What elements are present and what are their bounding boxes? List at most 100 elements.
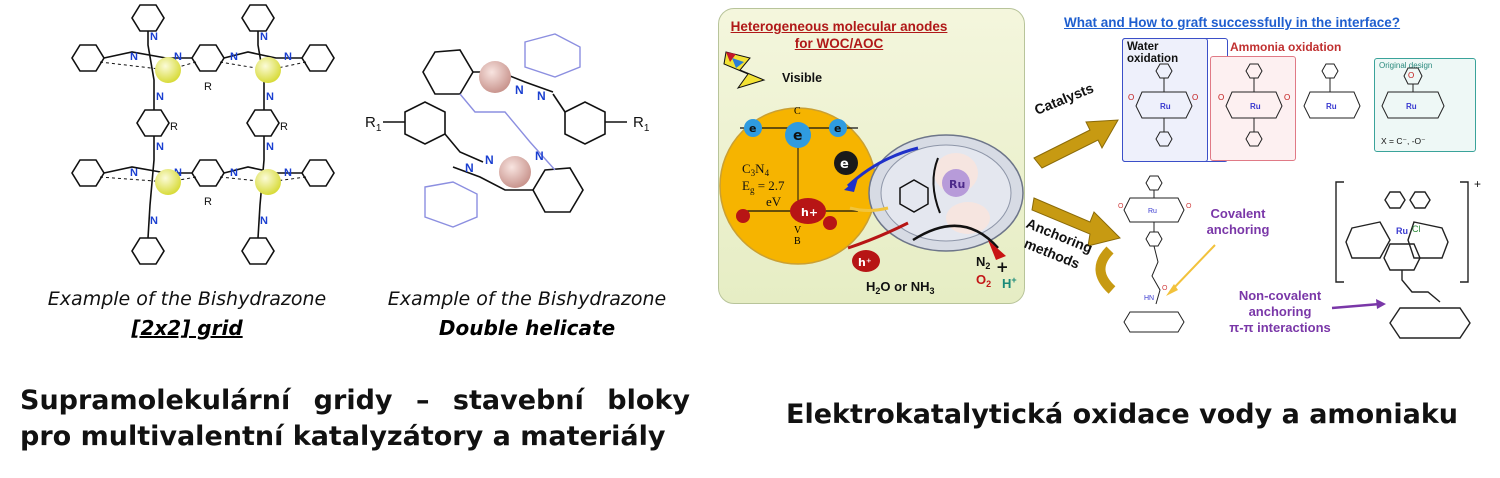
svg-text:N: N bbox=[266, 91, 274, 103]
noncovalent-label: Non-covalent anchoring π-π interactions bbox=[1228, 288, 1332, 336]
r-label: R bbox=[170, 121, 178, 133]
svg-text:+: + bbox=[996, 258, 1009, 276]
svg-text:Ru: Ru bbox=[1406, 102, 1417, 111]
lightning-icon bbox=[723, 51, 766, 89]
svg-text:N: N bbox=[150, 215, 158, 227]
water-oxidation-label: Water oxidation bbox=[1127, 41, 1179, 65]
electron-icon bbox=[744, 119, 762, 137]
arrow-curl bbox=[1095, 246, 1116, 294]
ammonia-oxidation-label: Ammonia oxidation bbox=[1230, 40, 1342, 54]
covalent-label-1: Covalent bbox=[1210, 206, 1266, 221]
r1-label: R1 bbox=[633, 114, 650, 134]
svg-text:Ru: Ru bbox=[1148, 208, 1157, 215]
grid-caption: Example of the Bishydrazone bbox=[47, 288, 327, 310]
metal-ion-sphere bbox=[255, 169, 281, 195]
svg-text:e: e bbox=[840, 157, 849, 172]
svg-text:Ru: Ru bbox=[1396, 226, 1408, 236]
covalent-label: Covalent anchoring bbox=[1188, 206, 1288, 238]
svg-text:O: O bbox=[1192, 93, 1198, 102]
electron-icon bbox=[785, 122, 811, 148]
double-helicate-structure: NNN NNN R1 R1 bbox=[365, 33, 650, 228]
covalent-anchor-structure: Ru O O O HN bbox=[1118, 175, 1192, 333]
original-design-box: Original design X = C⁻, -O⁻ bbox=[1374, 58, 1476, 152]
noncovalent-label-2: anchoring bbox=[1248, 304, 1312, 319]
svg-text:N: N bbox=[260, 215, 268, 227]
ammonia-oxidation-box bbox=[1210, 56, 1296, 161]
svg-text:N: N bbox=[230, 167, 238, 179]
svg-text:N: N bbox=[515, 83, 524, 97]
metal-ion-sphere bbox=[155, 57, 181, 83]
svg-text:N: N bbox=[130, 51, 138, 63]
noncovalent-label-1: Non-covalent bbox=[1238, 288, 1322, 303]
svg-text:O: O bbox=[1128, 93, 1134, 102]
cl-label: Cl bbox=[1412, 224, 1421, 234]
material-label: C3N4 bbox=[742, 161, 770, 178]
svg-text:N: N bbox=[230, 51, 238, 63]
svg-text:HN: HN bbox=[1144, 295, 1154, 302]
original-design-label: Original design bbox=[1379, 61, 1433, 70]
svg-text:h+: h+ bbox=[801, 206, 818, 219]
svg-text:e: e bbox=[834, 122, 841, 135]
hole-icon bbox=[823, 216, 837, 230]
svg-text:N: N bbox=[174, 51, 182, 63]
svg-text:N: N bbox=[156, 91, 164, 103]
metal-ion-sphere bbox=[155, 169, 181, 195]
r-label: R bbox=[204, 196, 212, 208]
svg-text:N: N bbox=[535, 149, 544, 163]
svg-text:O: O bbox=[1118, 203, 1124, 210]
grid-caption-bold: [2x2] grid bbox=[131, 316, 243, 340]
svg-text:N: N bbox=[266, 141, 274, 153]
metal-ion-sphere bbox=[479, 61, 511, 93]
svg-text:N: N bbox=[150, 31, 158, 43]
vb-label: V bbox=[794, 225, 802, 236]
svg-text:h⁺: h⁺ bbox=[858, 256, 872, 269]
left-heading-line1: Supramolekulární gridy – stavební bloky bbox=[20, 385, 690, 416]
arrows-gold bbox=[1031, 119, 1121, 294]
cb-label: C bbox=[794, 106, 801, 117]
r-label: R bbox=[280, 121, 288, 133]
vb-label2: B bbox=[794, 236, 801, 247]
helicate-caption: Example of the Bishydrazone bbox=[387, 288, 667, 310]
panel-title-line2: for WOC/AOC bbox=[794, 36, 884, 51]
noncovalent-complex: Ru Cl + bbox=[1335, 178, 1481, 339]
visible-label: Visible bbox=[782, 71, 823, 85]
svg-text:N: N bbox=[156, 141, 164, 153]
metal-ion-sphere bbox=[255, 57, 281, 83]
svg-text:N: N bbox=[284, 167, 292, 179]
electron-icon bbox=[834, 151, 858, 175]
arrow-catalysts bbox=[1033, 119, 1119, 169]
covalent-label-2: anchoring bbox=[1206, 222, 1270, 237]
metal-ion-sphere bbox=[499, 156, 531, 188]
svg-text:O2: O2 bbox=[976, 272, 991, 289]
eg-label: Eg = 2.7 bbox=[742, 178, 785, 195]
right-heading: Elektrokatalytická oxidace vody a amonia… bbox=[786, 399, 1458, 430]
svg-text:N: N bbox=[537, 89, 546, 103]
noncovalent-label-3: π-π interactions bbox=[1229, 320, 1331, 335]
question-title: What and How to graft successfully in th… bbox=[1064, 15, 1401, 30]
svg-text:N: N bbox=[284, 51, 292, 63]
r1-label: R1 bbox=[365, 114, 382, 134]
svg-text:H+: H+ bbox=[1002, 275, 1017, 291]
r-label: R bbox=[204, 81, 212, 93]
panel-title-line1: Heterogeneous molecular anodes bbox=[730, 19, 948, 34]
svg-text:N: N bbox=[485, 153, 494, 167]
ru-center bbox=[942, 169, 970, 197]
covalent-pointer bbox=[1166, 244, 1216, 296]
noncovalent-pointer bbox=[1331, 299, 1386, 310]
svg-text:e: e bbox=[793, 128, 803, 144]
svg-text:O: O bbox=[1186, 203, 1192, 210]
svg-text:O: O bbox=[1218, 93, 1224, 102]
svg-text:N: N bbox=[174, 167, 182, 179]
svg-text:O: O bbox=[1162, 285, 1168, 292]
svg-text:N: N bbox=[130, 167, 138, 179]
photocatalysis-diagram: C V B e e e e C3N4 Eg = 2.7 eV h+ h⁺ Ru … bbox=[719, 51, 1024, 296]
svg-text:N: N bbox=[260, 31, 268, 43]
helicate-caption-bold: Double helicate bbox=[438, 316, 616, 340]
svg-text:O: O bbox=[1408, 71, 1414, 80]
svg-text:Ru: Ru bbox=[1160, 102, 1171, 111]
water-oxidation-box: Water oxidation bbox=[1122, 38, 1208, 162]
svg-text:Ru: Ru bbox=[949, 178, 965, 191]
water-label: H2O or NH3 bbox=[866, 279, 935, 296]
electron-icon bbox=[829, 119, 847, 137]
